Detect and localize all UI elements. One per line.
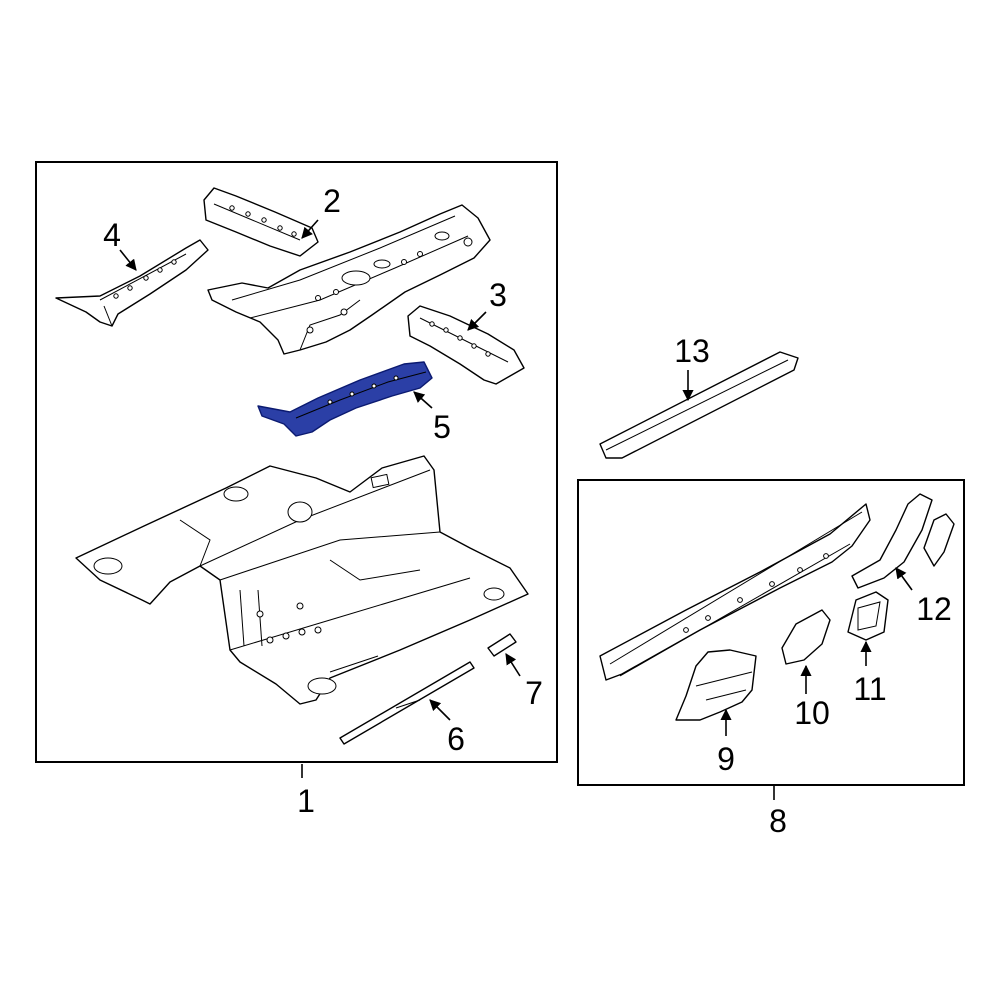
part-8-rocker-shape[interactable] [599,503,871,681]
part-9-shape[interactable] [675,649,757,721]
part-7-shape[interactable] [487,633,517,657]
callout-3[interactable]: 3 [489,277,507,313]
callout-11[interactable]: 11 [853,671,886,707]
part-11-shape[interactable] [847,591,889,641]
callout-13[interactable]: 13 [674,333,710,369]
group-box-1 [35,161,558,763]
leader-2 [301,219,319,239]
leader-6 [429,699,451,721]
part-6-shape[interactable] [339,661,475,745]
part-1-floor-pan-shape[interactable] [75,455,529,705]
part-12-shape[interactable] [851,493,955,589]
leader-3 [467,311,487,331]
callout-12[interactable]: 12 [916,591,952,627]
part-2-shape[interactable] [207,204,491,355]
leader-12 [895,567,913,591]
callout-10[interactable]: 10 [794,695,830,731]
callout-5[interactable]: 5 [433,409,451,445]
part-13-shape[interactable] [599,351,799,459]
callout-1[interactable]: 1 [297,783,315,819]
callout-6[interactable]: 6 [447,721,465,757]
group-box-8 [577,479,965,786]
callout-9[interactable]: 9 [717,741,735,777]
callout-7[interactable]: 7 [525,675,543,711]
part-3-shape[interactable] [407,305,525,385]
leader-7 [505,653,521,677]
part-5-shape[interactable] [257,361,433,437]
leader-4 [119,249,137,271]
callout-4[interactable]: 4 [103,217,121,253]
part-10-shape[interactable] [781,609,831,665]
part-2-bracket-shape[interactable] [203,187,319,257]
part-4-shape[interactable] [55,239,209,327]
leader-5 [413,391,433,409]
callout-8[interactable]: 8 [769,803,787,839]
callout-2[interactable]: 2 [323,183,341,219]
